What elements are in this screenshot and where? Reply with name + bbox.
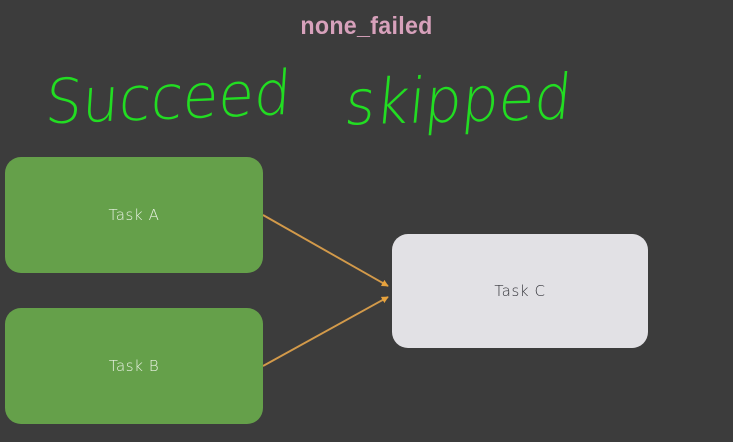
annotation-skipped: skipped — [341, 60, 575, 140]
task-node-label: Task A — [108, 206, 160, 224]
task-node-task-c[interactable]: Task C — [392, 234, 648, 348]
task-node-task-b[interactable]: Task B — [5, 308, 263, 424]
task-node-label: Task B — [108, 357, 160, 375]
annotation-succeed: Succeed — [43, 56, 294, 139]
graph-title: none_failed — [300, 12, 433, 40]
edge-task-a-to-task-c — [262, 214, 389, 287]
task-node-label: Task C — [494, 282, 546, 300]
edge-task-b-to-task-c — [262, 296, 389, 367]
task-node-task-a[interactable]: Task A — [5, 157, 263, 273]
